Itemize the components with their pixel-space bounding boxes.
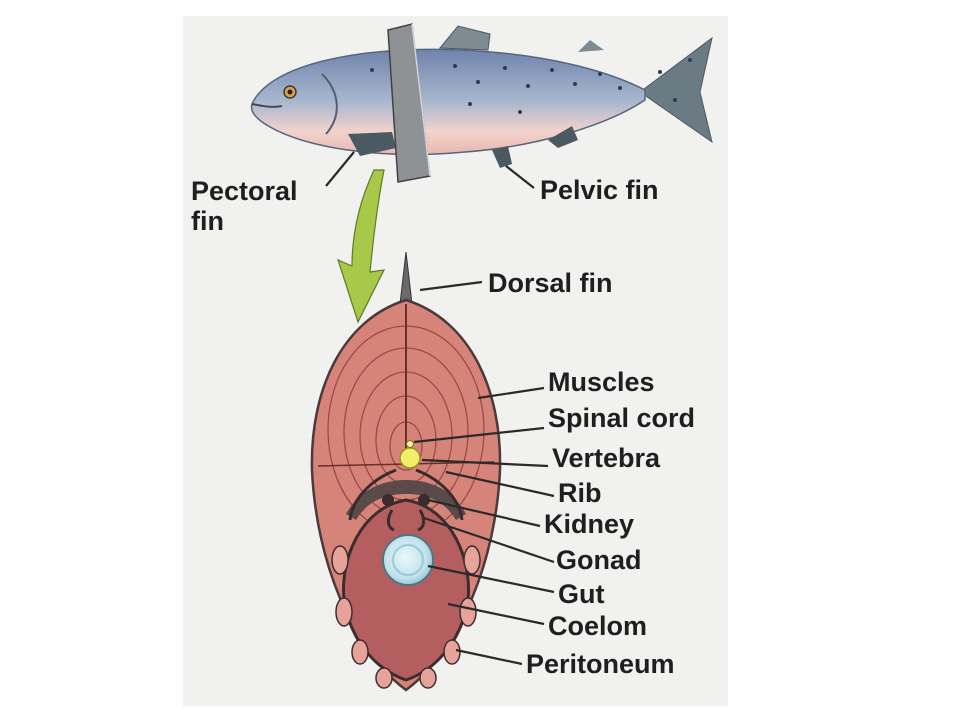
kidney-right [418, 494, 430, 506]
label-rib: Rib [558, 478, 602, 508]
dorsal-fin-section [399, 251, 413, 305]
leader-vertebra [421, 458, 549, 468]
leader-gonad [423, 516, 555, 564]
leader-kidney [427, 498, 541, 528]
leader-pectoral-fin [325, 151, 355, 187]
pelvic-fin-on-fish [492, 146, 512, 168]
cross-section [310, 251, 502, 692]
label-pelvic-fin: Pelvic fin [540, 175, 659, 205]
label-coelom: Coelom [548, 611, 648, 641]
label-peritoneum: Peritoneum [526, 649, 675, 679]
leader-lines [325, 151, 555, 666]
label-pectoral-line1: Pectoral [191, 176, 298, 206]
kidney-left [382, 494, 394, 506]
tail-fin [639, 36, 713, 144]
leader-rib [445, 470, 555, 498]
gut [382, 534, 434, 586]
label-gut: Gut [558, 579, 605, 609]
salmon-illustration [250, 23, 713, 183]
fish-body [250, 48, 646, 156]
leader-coelom [447, 602, 545, 626]
label-pectoral-line2: fin [191, 206, 224, 236]
leader-peritoneum [455, 648, 523, 666]
section-arrow [337, 169, 386, 324]
adipose-fin [578, 40, 604, 52]
gill-cover [321, 73, 338, 135]
peritoneum-segments [331, 545, 481, 689]
spinal-cord [406, 440, 414, 448]
leader-spinal-cord [413, 426, 545, 444]
pectoral-fin-on-fish [348, 132, 396, 156]
mouth [251, 103, 283, 108]
anal-fin [548, 126, 578, 148]
rib-left [348, 468, 397, 521]
leader-muscles [477, 386, 545, 400]
label-dorsal-fin: Dorsal fin [488, 268, 613, 298]
gonad-left [386, 509, 395, 532]
leader-pelvic-fin [505, 165, 535, 189]
leader-dorsal-fin [419, 280, 483, 292]
label-vertebra: Vertebra [552, 443, 661, 473]
leader-gut [427, 564, 555, 594]
rib-right [415, 468, 464, 521]
label-gonad: Gonad [556, 545, 642, 575]
dorsal-fin-on-fish [438, 25, 491, 51]
label-kidney: Kidney [544, 509, 635, 539]
vertebra [399, 447, 421, 469]
label-spinal-cord: Spinal cord [548, 403, 696, 433]
gonad-right [417, 509, 426, 532]
label-muscles: Muscles [548, 367, 655, 397]
kidney-band [346, 480, 466, 520]
